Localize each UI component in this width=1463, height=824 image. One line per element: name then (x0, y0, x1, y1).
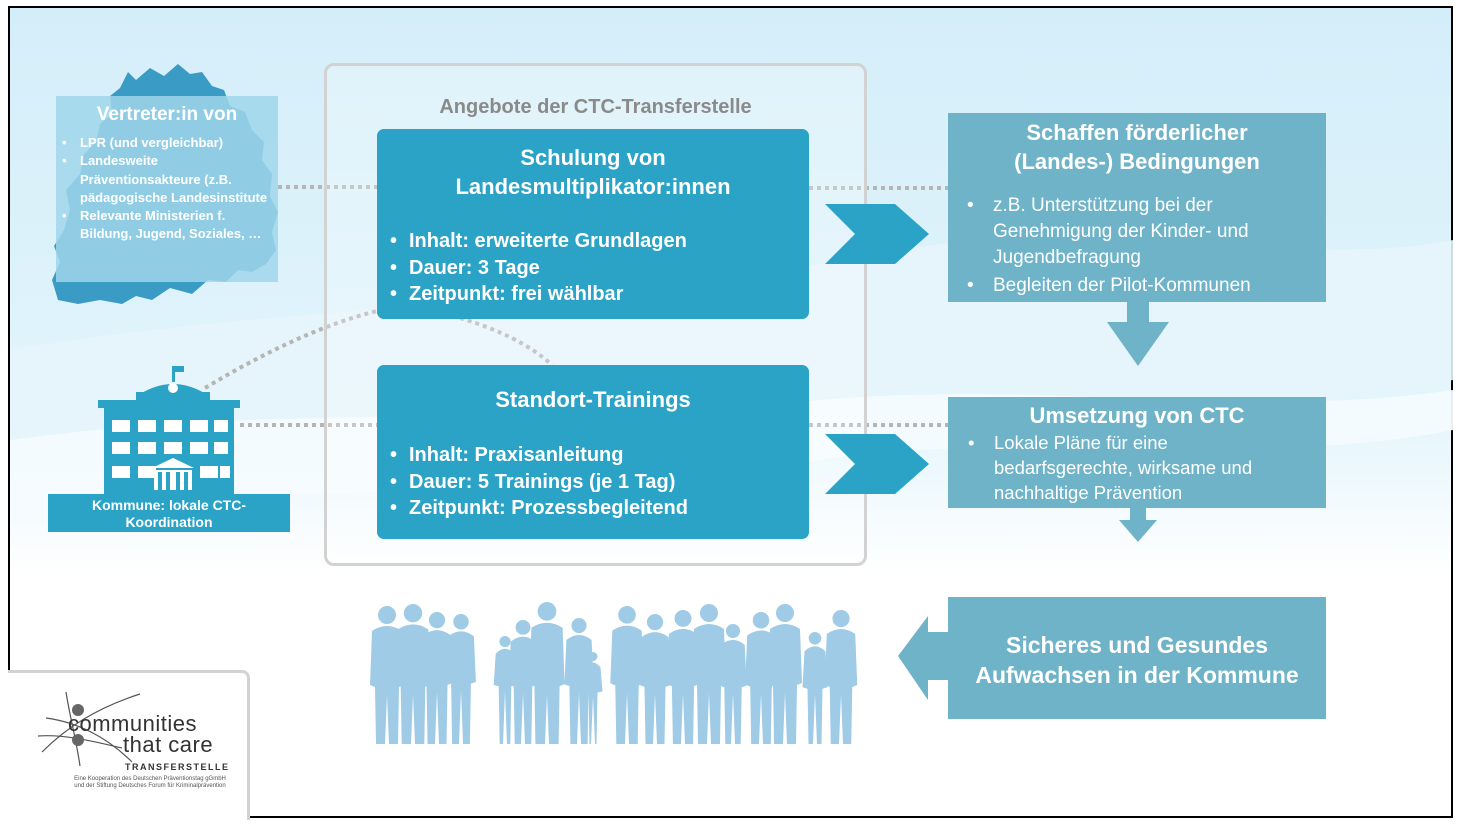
implementation-box: Umsetzung von CTC Lokale Pläne für eine … (948, 397, 1326, 508)
list-item: Landesweite Präventionsakteure (z.B. päd… (62, 152, 275, 207)
outcome-title-line1: Sicheres und Gesundes (1005, 632, 1269, 658)
arrow-left-icon (898, 616, 948, 700)
list-item: Inhalt: erweiterte Grundlagen (390, 228, 687, 255)
commune-label: Kommune: lokale CTC- Koordination (48, 494, 290, 532)
logo-fineprint: Eine Kooperation des Deutschen Präventio… (60, 776, 240, 790)
logo-box (8, 670, 250, 820)
logo-fineprint-line2: und der Stiftung Deutsches Forum für Kri… (74, 783, 226, 789)
list-item: Begleiten der Pilot-Kommunen (967, 273, 1313, 299)
chevron-right-icon (825, 204, 929, 264)
outcome-title-line2: Aufwachsen in der Kommune (975, 662, 1299, 688)
list-item: LPR (und vergleichbar) (62, 134, 275, 153)
list-item: z.B. Unterstützung bei der Genehmigung d… (967, 193, 1313, 271)
conditions-box: Schaffen förderlicher (Landes-) Bedingun… (948, 113, 1326, 302)
ctc-network-logo-icon (37, 691, 141, 767)
person-silhouette (583, 652, 603, 744)
person-silhouette (529, 602, 565, 744)
implementation-list: Lokale Pläne für eine bedarfsgerechte, w… (968, 430, 1309, 505)
list-item: Zeitpunkt: frei wählbar (390, 281, 687, 308)
conditions-title-line2: (Landes-) Bedingungen (1014, 149, 1260, 174)
training1-box: Schulung von Landesmultiplikator:innen I… (377, 129, 809, 319)
commune-label-line2: Koordination (125, 514, 213, 530)
conditions-title: Schaffen förderlicher (Landes-) Bedingun… (948, 118, 1326, 176)
person-silhouette (610, 606, 644, 744)
person-silhouette (802, 632, 828, 744)
person-silhouette (824, 610, 858, 744)
arrow-down-icon (1107, 300, 1169, 366)
person-silhouette (421, 612, 453, 744)
person-silhouette (692, 604, 726, 744)
person-silhouette (719, 624, 747, 744)
offers-title: Angebote der CTC-Transferstelle (439, 96, 752, 118)
person-silhouette (768, 604, 802, 744)
training2-title: Standort-Trainings (495, 387, 691, 412)
outcome-box: Sicheres und Gesundes Aufwachsen in der … (948, 597, 1326, 719)
implementation-title: Umsetzung von CTC (1029, 403, 1245, 428)
families-group-icon (370, 602, 858, 744)
list-item: Lokale Pläne für eine bedarfsgerechte, w… (968, 430, 1309, 505)
training2-list: Inhalt: Praxisanleitung Dauer: 5 Trainin… (390, 442, 688, 522)
training1-list: Inhalt: erweiterte Grundlagen Dauer: 3 T… (390, 228, 687, 308)
arrow-down-icon (1119, 506, 1157, 542)
town-hall-icon (98, 366, 240, 494)
connector-training1-to-training2 (459, 316, 554, 367)
commune-label-line1: Kommune: lokale CTC- (91, 497, 246, 513)
training1-title-line1: Schulung von (520, 145, 666, 170)
person-silhouette (370, 606, 404, 744)
list-item: Relevante Ministerien f. Bildung, Jugend… (62, 207, 275, 244)
logo-word-that-care: that care (123, 732, 214, 757)
training1-title: Schulung von Landesmultiplikator:innen (377, 143, 809, 201)
person-silhouette (395, 604, 431, 744)
logo-fineprint-line1: Eine Kooperation des Deutschen Präventio… (74, 776, 226, 782)
training2-box: Standort-Trainings Inhalt: Praxisanleitu… (377, 365, 809, 539)
logo-word-communities: communities (68, 711, 197, 736)
person-silhouette (564, 618, 594, 744)
chevron-right-icon (825, 434, 929, 494)
conditions-title-line1: Schaffen förderlicher (1026, 120, 1248, 145)
connector-commune-to-training1 (203, 309, 378, 390)
list-item: Zeitpunkt: Prozessbegleitend (390, 495, 688, 522)
person-silhouette (666, 610, 700, 744)
list-item: Dauer: 3 Tage (390, 255, 687, 282)
outcome-title: Sicheres und Gesundes Aufwachsen in der … (948, 630, 1326, 690)
representatives-list: LPR (und vergleichbar) Landesweite Präve… (62, 134, 275, 244)
person-silhouette (446, 614, 476, 744)
logo-subtitle: TRANSFERSTELLE (125, 762, 230, 772)
representatives-title: Vertreter:in von (96, 104, 238, 125)
person-silhouette (639, 614, 671, 744)
conditions-list: z.B. Unterstützung bei der Genehmigung d… (967, 193, 1313, 299)
representatives-box: Vertreter:in von LPR (und vergleichbar) … (56, 96, 278, 282)
list-item: Inhalt: Praxisanleitung (390, 442, 688, 469)
training1-title-line2: Landesmultiplikator:innen (455, 174, 731, 199)
list-item: Dauer: 5 Trainings (je 1 Tag) (390, 469, 688, 496)
